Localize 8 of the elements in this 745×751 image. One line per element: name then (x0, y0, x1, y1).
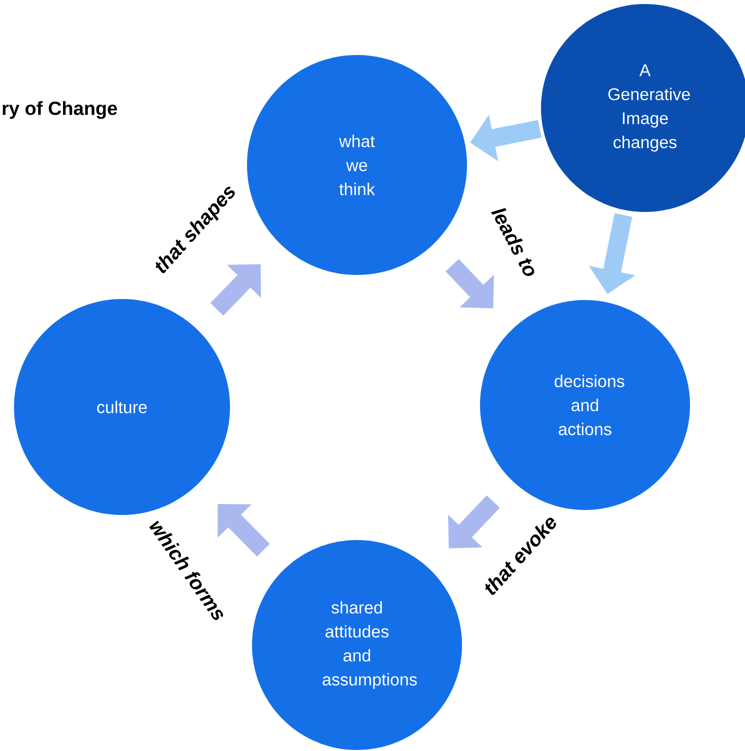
block-arrow (446, 259, 494, 308)
block-arrow (448, 495, 500, 548)
circle-node: shared attitudes and assumptions (252, 540, 462, 750)
circle-node: decisions and actions (480, 300, 690, 510)
edge-label: leads to (491, 208, 534, 276)
circle-node: culture (14, 299, 230, 515)
title: ry of Change (2, 101, 117, 119)
circle-node: what we think (247, 55, 467, 275)
